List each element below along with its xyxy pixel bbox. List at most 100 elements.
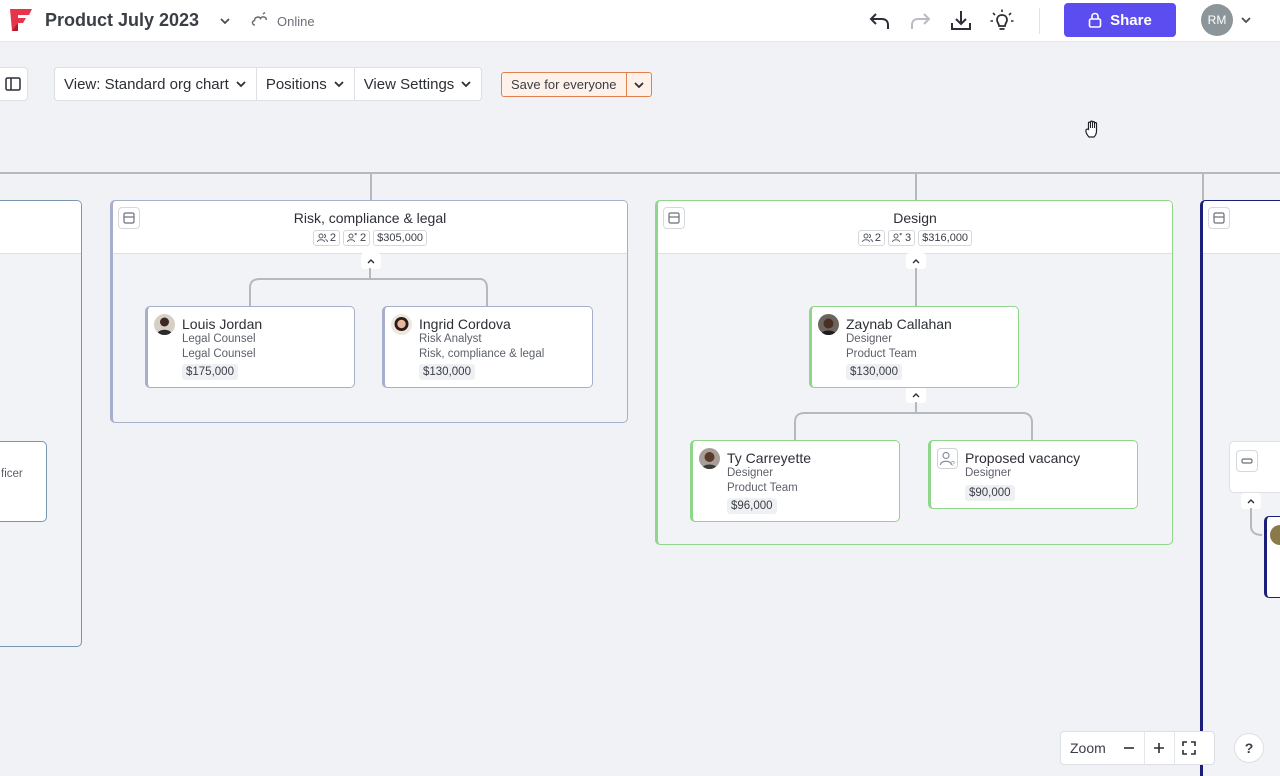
person-name: Proposed vacancy <box>965 450 1080 466</box>
positions-count-badge: 2 <box>343 230 370 246</box>
plus-icon <box>1153 742 1165 754</box>
card-role: ficer <box>1 468 23 480</box>
lightbulb-icon[interactable] <box>989 8 1015 34</box>
person-name: Zaynab Callahan <box>846 316 952 332</box>
collapse-button[interactable] <box>1241 493 1261 509</box>
download-icon[interactable] <box>948 8 974 34</box>
connector-line <box>915 172 917 200</box>
tree-connector <box>240 268 500 308</box>
collapse-button[interactable] <box>906 253 926 269</box>
chevron-down-icon <box>235 78 247 90</box>
hand-cursor-icon <box>1084 119 1102 139</box>
zoom-label: Zoom <box>1061 740 1114 756</box>
person-name: Ty Carreyette <box>727 450 811 466</box>
person-card[interactable]: ficer <box>0 441 47 522</box>
person-team: Legal Counsel <box>182 348 256 360</box>
person-role: Designer <box>727 467 773 479</box>
people-icon <box>862 233 873 243</box>
person-team: Product Team <box>727 482 798 494</box>
fullscreen-icon <box>1182 741 1196 755</box>
redo-icon[interactable] <box>907 8 933 34</box>
salary-badge: $96,000 <box>727 498 777 514</box>
subgroup-icon[interactable] <box>1236 450 1258 472</box>
chevron-up-icon <box>366 257 376 265</box>
zoom-out-button[interactable] <box>1114 732 1144 764</box>
save-view-control: Save for everyone <box>501 72 652 97</box>
collapse-button[interactable] <box>361 253 381 269</box>
group-header: Risk, compliance & legal 2 2 $305,000 <box>113 201 627 254</box>
person-role: Legal Counsel <box>182 333 256 345</box>
positions-button[interactable]: Positions <box>257 68 355 100</box>
person-name: Ingrid Cordova <box>419 316 511 332</box>
group-header <box>1203 201 1280 254</box>
salary-badge: $175,000 <box>182 364 238 380</box>
top-bar: Product July 2023 Online Share RM <box>0 0 1280 42</box>
budget-badge: $305,000 <box>373 230 427 246</box>
person-card[interactable]: Ty Carreyette Designer Product Team $96,… <box>690 440 900 522</box>
share-label: Share <box>1110 12 1152 29</box>
save-options-button[interactable] <box>627 73 651 96</box>
zoom-in-button[interactable] <box>1144 732 1174 764</box>
save-for-everyone-button[interactable]: Save for everyone <box>502 73 627 96</box>
fit-screen-button[interactable] <box>1174 732 1204 764</box>
view-controls: View: Standard org chart Positions View … <box>54 67 482 101</box>
connector-line <box>1202 172 1204 200</box>
app-logo[interactable] <box>8 7 34 33</box>
share-button[interactable]: Share <box>1064 3 1176 37</box>
avatar <box>154 314 175 335</box>
positions-count-badge: 3 <box>888 230 915 246</box>
document-title[interactable]: Product July 2023 <box>45 10 199 31</box>
tree-connector <box>785 402 1045 442</box>
view-select-button[interactable]: View: Standard org chart <box>55 68 257 100</box>
person-card[interactable]: Ingrid Cordova Risk Analyst Risk, compli… <box>382 306 593 388</box>
sidebar-toggle-button[interactable] <box>0 67 28 101</box>
group-stats: 2 2 $305,000 <box>113 230 627 246</box>
people-count-badge: 2 <box>858 230 885 246</box>
user-avatar[interactable]: RM <box>1201 4 1233 36</box>
connector-line <box>915 268 917 306</box>
salary-badge: $130,000 <box>846 364 902 380</box>
salary-badge: $130,000 <box>419 364 475 380</box>
toolbar-divider <box>1039 8 1040 34</box>
person-team: Risk, compliance & legal <box>419 348 544 360</box>
avatar <box>699 448 720 469</box>
connector-line <box>370 172 372 200</box>
view-settings-button[interactable]: View Settings <box>355 68 482 100</box>
chevron-down-icon <box>633 79 645 91</box>
zoom-controls: Zoom <box>1060 731 1215 765</box>
connector-line <box>0 172 1280 174</box>
help-button[interactable]: ? <box>1234 733 1264 763</box>
salary-badge: $90,000 <box>965 485 1015 501</box>
person-card[interactable]: Zaynab Callahan Designer Product Team $1… <box>809 306 1019 388</box>
group-title: Risk, compliance & legal <box>113 210 627 226</box>
undo-icon[interactable] <box>867 8 893 34</box>
vacancy-card[interactable]: ? Proposed vacancy Designer $90,000 <box>928 440 1138 509</box>
group-header: Design 2 3 $316,000 <box>658 201 1172 254</box>
people-count-badge: 2 <box>313 230 340 246</box>
budget-badge: $316,000 <box>918 230 972 246</box>
chevron-up-icon <box>911 391 921 399</box>
avatar <box>391 314 412 335</box>
chevron-down-icon[interactable] <box>1239 13 1253 27</box>
collapse-button[interactable] <box>906 387 926 403</box>
chevron-down-icon <box>460 78 472 90</box>
group-header <box>0 201 81 254</box>
sidebar-icon <box>5 77 21 91</box>
department-group[interactable] <box>0 200 82 647</box>
view-settings-label: View Settings <box>364 76 455 93</box>
person-name: Louis Jordan <box>182 316 262 332</box>
person-card[interactable]: Louis Jordan Legal Counsel Legal Counsel… <box>145 306 355 388</box>
chevron-down-icon <box>333 78 345 90</box>
people-icon <box>317 233 328 243</box>
group-card-icon[interactable] <box>1208 207 1230 229</box>
chevron-up-icon <box>1246 497 1256 505</box>
chevron-down-icon[interactable] <box>218 14 232 28</box>
view-select-label: View: Standard org chart <box>64 76 229 93</box>
sync-status: Online <box>277 14 315 29</box>
positions-icon <box>892 233 903 243</box>
subgroup-header[interactable] <box>1229 441 1280 493</box>
avatar <box>818 314 839 335</box>
avatar <box>1270 525 1280 545</box>
vacancy-icon: ? <box>937 448 958 469</box>
person-card[interactable] <box>1264 516 1280 598</box>
